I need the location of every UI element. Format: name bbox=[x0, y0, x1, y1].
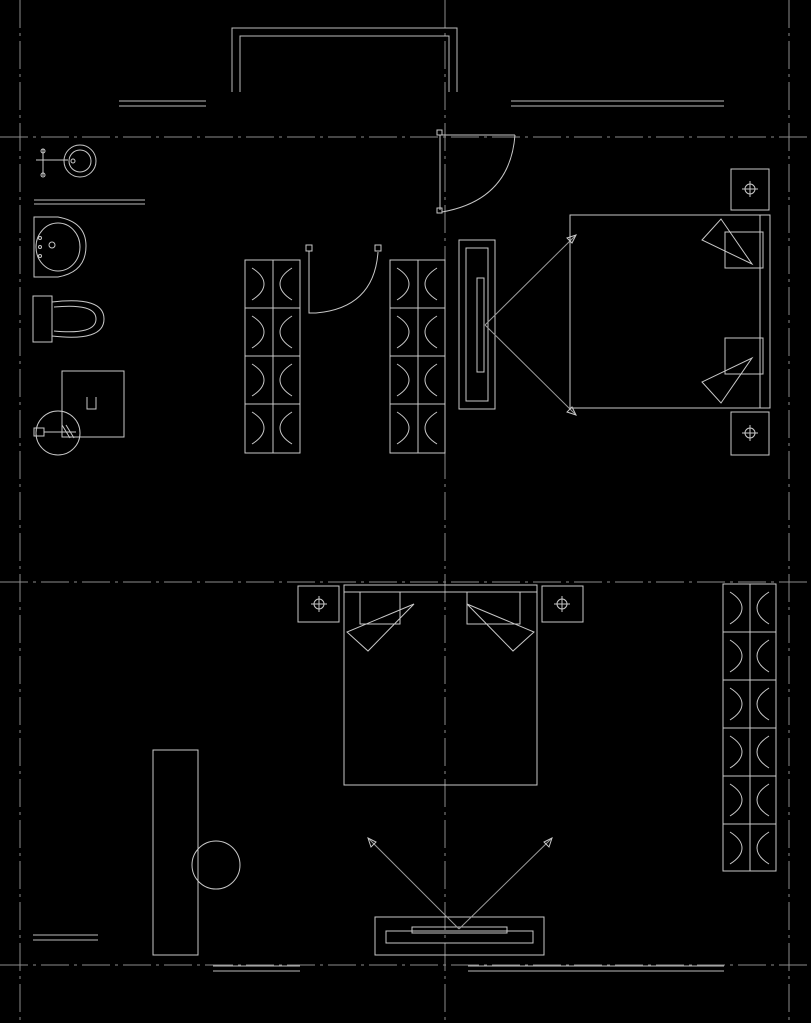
tv-view-lines bbox=[367, 837, 553, 930]
nightstand-lamp-icon bbox=[541, 585, 584, 623]
nightstand-lamp-icon bbox=[297, 585, 340, 623]
double-bed-icon bbox=[343, 584, 538, 786]
door-swing-icon bbox=[436, 129, 516, 214]
desk-icon bbox=[152, 749, 199, 956]
nightstand-lamp-icon bbox=[730, 411, 770, 456]
bathroom-sink-icon bbox=[36, 144, 97, 178]
tv-cabinet-icon bbox=[374, 916, 545, 956]
shower-icon bbox=[33, 370, 125, 456]
bathroom-basin-icon bbox=[33, 216, 87, 278]
door-swing-icon bbox=[305, 244, 382, 314]
bay-window-outer bbox=[231, 27, 458, 92]
bay-window-inner bbox=[239, 35, 450, 92]
round-stool-icon bbox=[191, 840, 241, 890]
wardrobe-icon bbox=[244, 259, 301, 454]
toilet-icon bbox=[32, 295, 105, 343]
double-bed-icon bbox=[569, 214, 771, 409]
wardrobe-icon bbox=[722, 583, 777, 872]
wardrobe-icon bbox=[389, 259, 446, 454]
nightstand-lamp-icon bbox=[730, 168, 770, 211]
tv-view-lines bbox=[484, 234, 577, 416]
window-openings bbox=[33, 27, 724, 972]
tv-cabinet-icon bbox=[458, 239, 496, 410]
